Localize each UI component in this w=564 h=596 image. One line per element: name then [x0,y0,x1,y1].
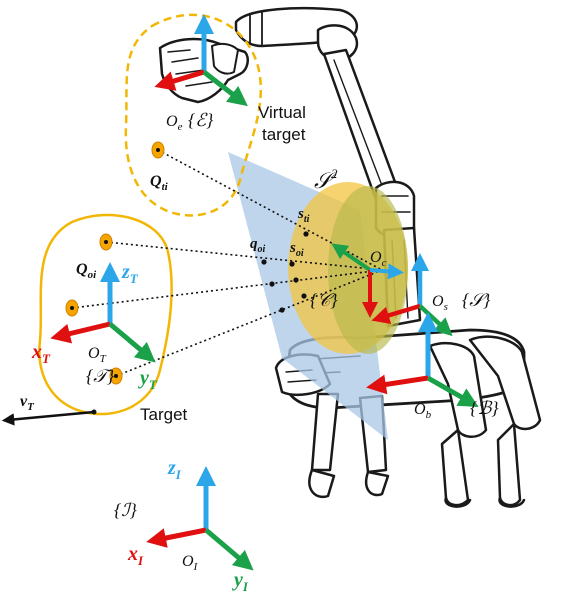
frame-t-axes [50,262,156,363]
frame-c-axes [331,243,404,318]
frame-e-name-label: {ℰ} [188,110,214,130]
frame-t-label: {𝒯} [86,366,115,386]
s-ti-label: sti [297,206,310,225]
target-outline [38,213,173,416]
o-i-label: OI [182,553,199,573]
virtual-target-label-2: target [262,125,306,144]
x-t-label: xT [31,341,51,366]
frame-c-label: {𝒞} [310,290,338,310]
feature-points [65,141,165,385]
s-oi-label: soi [289,240,304,259]
frame-b-axes [366,312,479,407]
virtual-target-label-1: Virtual [258,103,306,122]
velocity-arrow [1,410,95,426]
q-oi-label: qoi [250,236,266,255]
y-i-label: yI [232,569,249,594]
y-t-label: yT [138,367,158,392]
o-b-label: Ob [414,401,432,421]
frame-e-origin-label: Oe [166,113,183,133]
frame-e-axes [154,14,248,107]
frame-i-axes [146,466,254,571]
frame-b-label: {ℬ} [470,398,499,418]
z-t-label: zT [121,261,139,286]
velocity-origin-dot [91,409,97,415]
q-ti-label: Qti [150,173,169,193]
o-s-label: Os [432,293,448,313]
target-label: Target [140,405,188,424]
v-t-label: vT [20,393,35,413]
intersection-dots [261,231,309,313]
z-i-label: zI [167,457,182,482]
frame-s-label: {𝒮} [462,290,491,310]
Q-oi-label: Qoi [76,261,97,281]
o-c-label: Oc [370,249,387,269]
x-i-label: xI [127,543,144,568]
o-t-label: OT [88,345,107,365]
frame-i-label: {ℐ} [114,500,138,520]
